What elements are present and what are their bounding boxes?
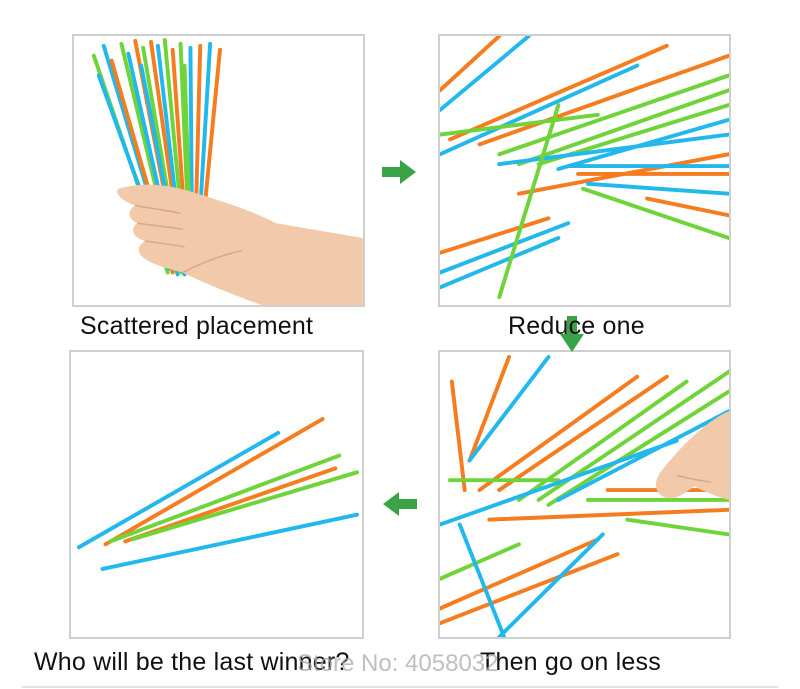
store-watermark: Store No: 4058032 <box>297 650 499 677</box>
caption-step1: Scattered placement <box>80 312 314 340</box>
hand-picking-stick-image <box>440 354 729 637</box>
step1-photo <box>72 34 365 307</box>
scattered-sticks-image <box>440 36 729 300</box>
arrow-down-icon <box>560 316 584 352</box>
caption-step3: Then go on less <box>480 648 661 676</box>
bottom-divider <box>22 686 778 688</box>
caption-step4: Who will be the last winner? <box>34 648 350 676</box>
arrow-right-icon <box>382 160 416 184</box>
step4-photo <box>69 350 364 639</box>
hand-holding-sticks-image <box>91 37 363 305</box>
arrow-left-icon <box>383 492 417 516</box>
step2-photo <box>438 34 731 307</box>
step3-photo <box>438 350 731 639</box>
caption-step2: Reduce one <box>508 312 645 340</box>
remaining-sticks-image <box>76 417 359 571</box>
